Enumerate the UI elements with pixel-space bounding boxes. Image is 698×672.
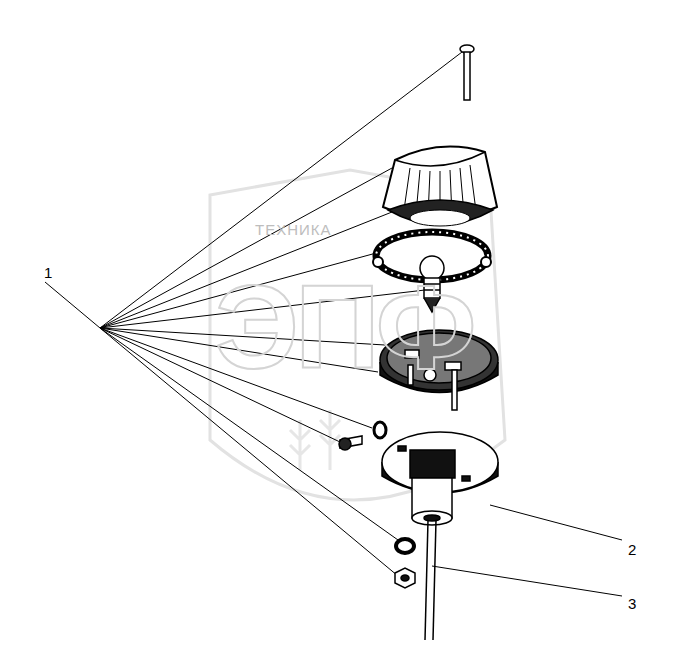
watermark-shield — [210, 170, 505, 500]
watermark-grain — [290, 410, 340, 470]
wire — [425, 520, 436, 640]
leader-lines — [45, 52, 622, 596]
callout-number: 2 — [626, 541, 638, 558]
base-plate — [382, 432, 498, 525]
watermark-text: ЭПФ — [215, 268, 472, 386]
screw-washer — [339, 422, 386, 450]
lens-cap — [383, 147, 497, 226]
callout-number: 3 — [626, 595, 638, 612]
screw — [460, 45, 474, 100]
washer-nut — [395, 539, 415, 588]
watermark-text: ТЕХНИКА — [255, 222, 332, 237]
callout-number: 1 — [42, 264, 54, 281]
